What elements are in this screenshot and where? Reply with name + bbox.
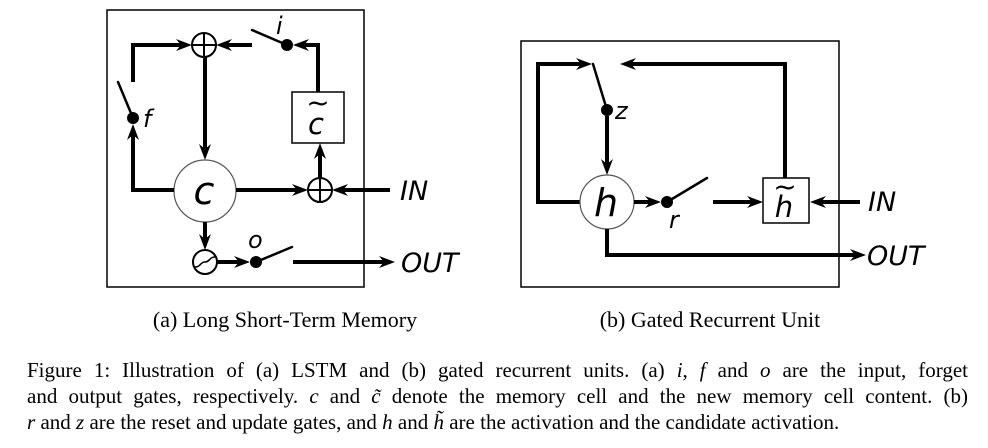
lstm-forget-to-plus-arrow [131,39,192,82]
lstm-diagram: i ~ c c IN f [106,9,461,332]
sigmoid-icon [192,249,218,275]
reset-gate-switch-icon [665,176,709,204]
input-gate-node [281,39,293,51]
figure-diagrams: i ~ c c IN f [106,9,927,332]
plus-icon [191,32,217,58]
caption-math-symbol: f [699,358,706,382]
caption-math-symbol: r [27,410,36,434]
output-gate-label: o [248,226,263,254]
lstm-cell-to-forget-gate-arrow [127,124,174,192]
forget-gate-label: f [143,105,155,133]
caption-text: and [705,358,760,382]
caption-math-symbol: h̃ [433,410,444,434]
input-gate-label: i [276,12,283,40]
caption-text: and [392,410,434,434]
gru-activation-loop-arrow [536,58,592,204]
plus-icon [307,177,333,203]
caption-text: and [35,410,77,434]
caption-text: and output gates, respectively. [27,384,310,408]
caption-text: Figure 1: Illustration of (a) LSTM and (… [27,358,677,382]
gru-activation-label: h [594,181,618,225]
gru-panel-frame [520,40,840,288]
lstm-output-label: OUT [401,248,461,279]
input-gate-switch-icon [250,28,289,47]
gru-candidate-tilde: ~ [773,170,796,203]
lstm-subcaption: (a) Long Short-Term Memory [153,307,417,332]
gru-input-label: IN [868,187,896,218]
gru-output-arrow [605,229,866,261]
caption-text: are the activation and the candidate act… [443,410,840,434]
gru-candidate-label: h [775,190,793,224]
forget-gate-node [127,112,139,124]
gru-candidate-loop-arrow [620,58,787,178]
lstm-candidate-tilde: ~ [306,86,329,119]
lstm-input-label: IN [400,176,428,207]
gru-candidate-box [762,177,810,224]
update-gate-node [601,104,613,116]
figure-caption: Figure 1: Illustration of (a) LSTM and (… [27,357,968,435]
caption-math-symbol: h [382,410,393,434]
caption-math-symbol: i [676,358,683,382]
caption-text: are the input, forget [770,358,968,382]
gru-diagram: z h r ~ h IN OUT (b) Gated Recurrent Uni… [520,40,927,332]
lstm-candidate-to-input-gate-arrow [293,39,320,92]
gru-output-label: OUT [867,241,927,272]
lstm-cell-label: c [194,169,215,213]
lstm-panel-frame [106,9,365,288]
output-gate-switch-icon [254,245,294,264]
update-gate-switch-icon [591,62,609,112]
caption-math-symbol: o [759,358,771,382]
caption-text: denote the memory cell and the new memor… [380,384,968,408]
update-gate-label: z [614,97,629,125]
lstm-candidate-label: c [308,107,324,141]
caption-math-symbol: c̃ [371,384,381,408]
caption-text: and [318,384,372,408]
gru-subcaption: (b) Gated Recurrent Unit [600,307,821,332]
caption-line: r and z are the reset and update gates, … [27,409,968,435]
caption-math-symbol: c [309,384,319,408]
caption-line: Figure 1: Illustration of (a) LSTM and (… [27,357,968,383]
caption-line: and output gates, respectively. c and c̃… [27,383,968,409]
caption-text: , [682,358,700,382]
forget-gate-switch-icon [116,80,135,120]
caption-text: are the reset and update gates, and [84,410,383,434]
caption-math-symbol: z [76,410,85,434]
reset-gate-label: r [669,206,681,234]
